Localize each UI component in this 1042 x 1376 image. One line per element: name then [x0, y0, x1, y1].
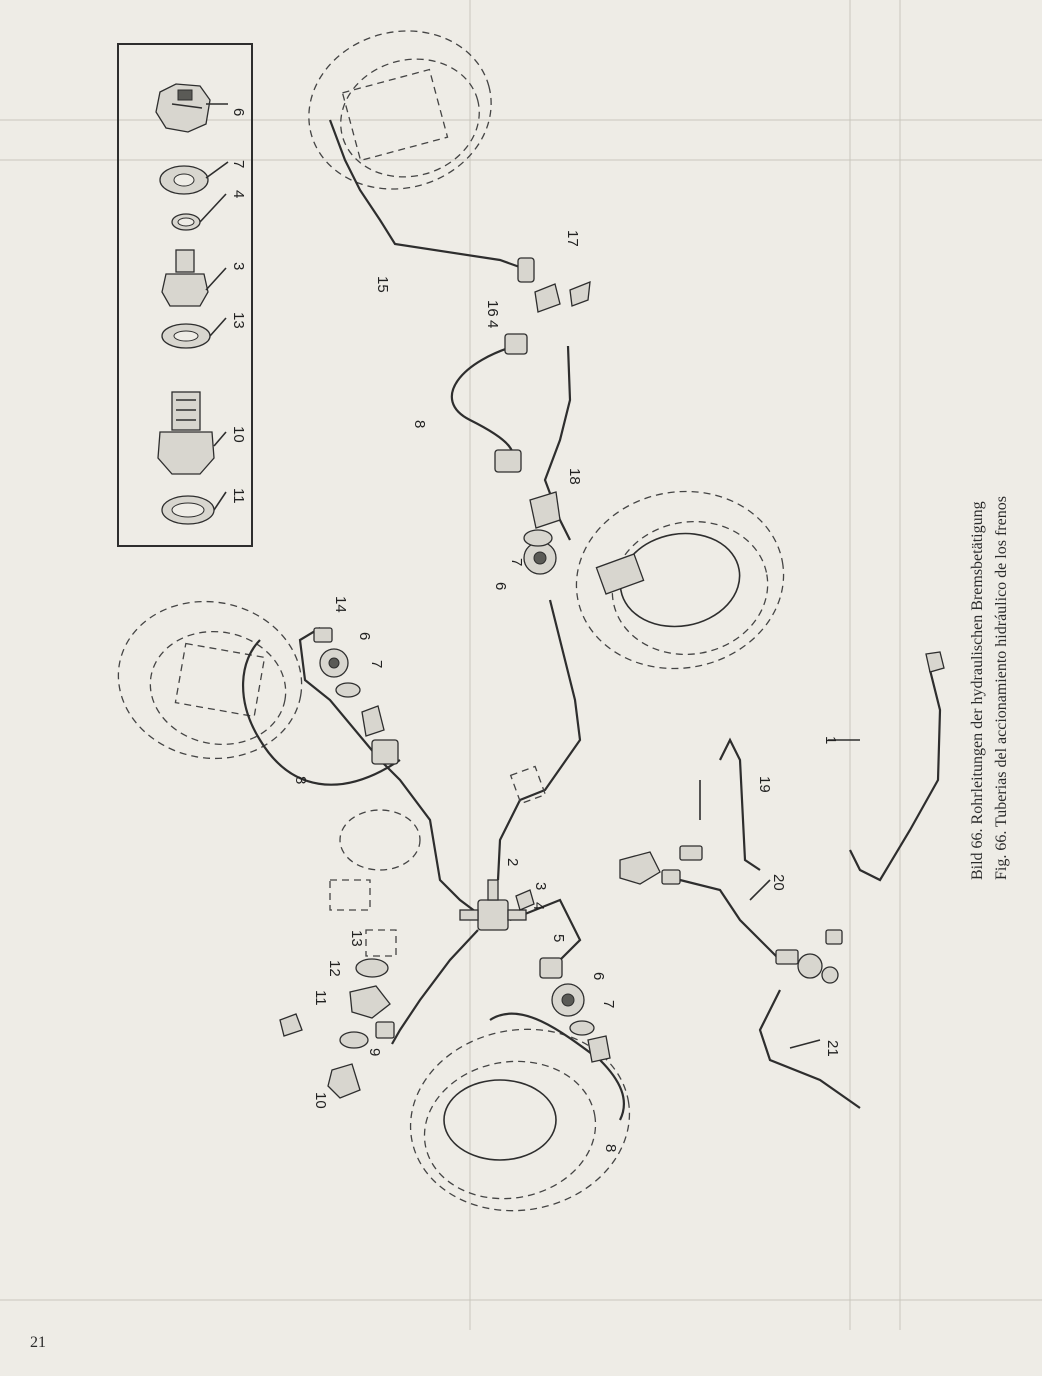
castle-nut-part	[155, 83, 211, 133]
small-ring-part	[171, 213, 201, 231]
callout-11: 11	[312, 990, 329, 1006]
background-table-ghost	[0, 0, 1042, 1330]
caption-german: Bild 66. Rohrleitungen der hydraulischen…	[969, 501, 986, 880]
callout-17: 17	[564, 230, 581, 247]
callout-7b: 7	[368, 660, 385, 668]
page-number: 21	[30, 1334, 46, 1351]
callout-21: 21	[824, 1040, 841, 1057]
inset-label: 4	[230, 190, 247, 198]
inset-label: 11	[230, 488, 247, 504]
callout-14: 14	[332, 596, 349, 613]
callout-19: 19	[756, 776, 773, 793]
bolt-part	[161, 249, 209, 307]
washer-part	[161, 323, 211, 349]
inset-label: 13	[230, 312, 247, 329]
wheel-front-left-outline	[117, 600, 303, 760]
callout-6a: 6	[492, 582, 509, 590]
callout-13: 13	[348, 930, 365, 947]
lock-washer-part	[159, 165, 209, 195]
wheel-rear-right-outline	[575, 490, 785, 670]
inset-label-group: 6 7 4 3 13 10 11	[230, 108, 247, 504]
callout-4b: 4	[530, 902, 547, 910]
callout-leaders	[699, 739, 860, 1049]
callout-6c: 6	[590, 972, 607, 980]
inset-label: 6	[230, 108, 247, 116]
callout-2: 2	[504, 858, 521, 866]
caption-spanish: Fig. 66. Tuberias del accionamiento hidr…	[993, 496, 1010, 880]
callout-7c: 7	[600, 1000, 617, 1008]
inset-label: 3	[230, 262, 247, 270]
callout-18: 18	[566, 468, 583, 485]
fittings	[279, 257, 945, 1099]
wheel-front-right-outline	[308, 30, 492, 190]
figure-caption: Bild 66. Rohrleitungen der hydraulischen…	[966, 240, 1026, 880]
callout-15: 15	[374, 276, 391, 293]
callout-8c: 8	[602, 1144, 619, 1152]
inset-label: 10	[230, 426, 247, 443]
callout-5: 5	[550, 934, 567, 942]
callout-9: 9	[366, 1048, 383, 1056]
callout-4a: 4	[484, 320, 501, 328]
inset-label: 7	[230, 160, 247, 168]
callout-12: 12	[326, 960, 343, 977]
brake-pipe-network	[241, 119, 942, 1121]
fitting-part	[157, 391, 215, 475]
wheel-rear-left-outline	[409, 1028, 631, 1212]
callout-1: 1	[822, 736, 839, 744]
gasket-ring-part	[161, 495, 215, 525]
callout-6b: 6	[356, 632, 373, 640]
callout-8a: 8	[411, 420, 428, 428]
callout-10: 10	[312, 1092, 329, 1109]
callout-20: 20	[770, 874, 787, 891]
callout-8b: 8	[292, 776, 309, 784]
callout-labels: 15 16 4 17 8 18 7 6 14 6 7 8 19 1 2 3 4 …	[292, 230, 841, 1152]
callout-16: 16	[484, 300, 501, 317]
callout-7a: 7	[508, 558, 525, 566]
callout-3: 3	[532, 882, 549, 890]
parts-inset	[117, 43, 253, 547]
